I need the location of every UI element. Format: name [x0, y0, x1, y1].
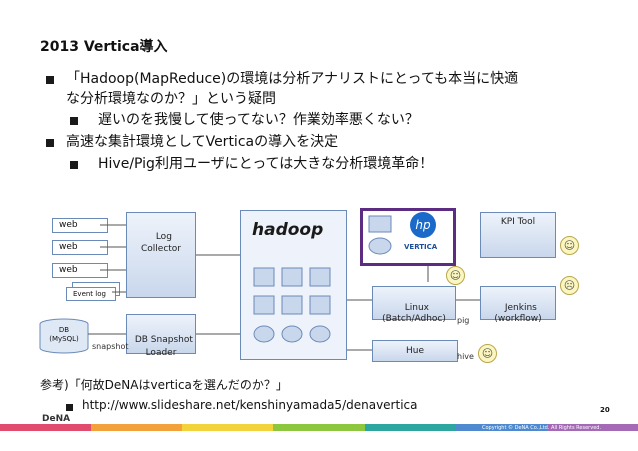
slide-title: 2013 Vertica導入 — [40, 39, 168, 55]
bullet-1-line-1: 「Hadoop(MapReduce)の環境は分析アナリストにとっても本当に快適 — [66, 71, 519, 87]
kpi-tool-label: KPI Tool — [500, 217, 536, 227]
reference-link[interactable]: http://www.slideshare.net/kenshinyamada5… — [82, 398, 418, 412]
smiley-face-icon: ☺ — [446, 266, 465, 285]
hadoop-logo: hadoop — [252, 220, 324, 240]
snapshot-label: snapshot — [92, 342, 129, 351]
vertica-server-icon — [368, 215, 392, 255]
bullet-3-text: 高速な集計環境としてVerticaの導入を決定 — [66, 134, 339, 150]
bullet-4-text: Hive/Pig利用ユーザにとっては大きな分析環境革命！ — [98, 156, 434, 172]
db-cylinder-icon — [39, 318, 89, 354]
event-log-box: Event log — [66, 287, 116, 301]
smiley-face-icon: ☺ — [478, 344, 497, 363]
page-number: 20 — [600, 406, 610, 414]
footer-color-bar — [0, 424, 638, 431]
log-collector-box: Log Collector — [126, 212, 196, 298]
copyright-text: Copyright © DeNA Co.,Ltd. All Rights Res… — [482, 425, 602, 431]
pig-label: pig — [457, 316, 470, 325]
web-box-2: web — [52, 240, 108, 255]
vertica-logo: VERTICA — [404, 243, 438, 251]
smiley-face-icon: ☺ — [560, 236, 579, 255]
bullet-marker-3 — [46, 139, 54, 147]
jenkins-box: Jenkins (workflow) — [480, 286, 556, 324]
bullet-2-text: 遅いのを我慢して使ってない？作業効率悪くない？ — [98, 112, 419, 128]
log-collector-label: Log Collector — [140, 232, 181, 254]
linux-label: Linux (Batch/Adhoc) — [382, 303, 446, 324]
hive-label: hive — [457, 352, 474, 361]
kpi-tool-box: KPI Tool — [480, 212, 556, 258]
hue-label: Hue — [405, 346, 424, 356]
hadoop-nodes-icon — [253, 267, 331, 343]
sad-face-icon: ☹ — [560, 276, 579, 295]
db-snapshot-loader-box: DB Snapshot Loader — [126, 314, 196, 358]
bullet-marker-2 — [70, 117, 78, 125]
reference-label: 参考)「何故DeNAはverticaを選んだのか？」 — [40, 378, 288, 392]
bullet-marker-1 — [46, 76, 54, 84]
bullet-1-line-2: な分析環境なのか？」という疑問 — [66, 91, 276, 107]
bullet-marker-4 — [70, 161, 78, 169]
linux-box: Linux (Batch/Adhoc) — [372, 286, 456, 324]
dena-logo: DeNA — [40, 414, 73, 424]
hp-logo: hp — [410, 212, 436, 238]
reference-bullet — [66, 404, 73, 411]
db-label: DB (MySQL) — [49, 326, 79, 343]
db-snapshot-loader-label: DB Snapshot Loader — [134, 335, 193, 358]
jenkins-label: Jenkins (workflow) — [494, 303, 542, 324]
hue-box: Hue — [372, 340, 458, 362]
